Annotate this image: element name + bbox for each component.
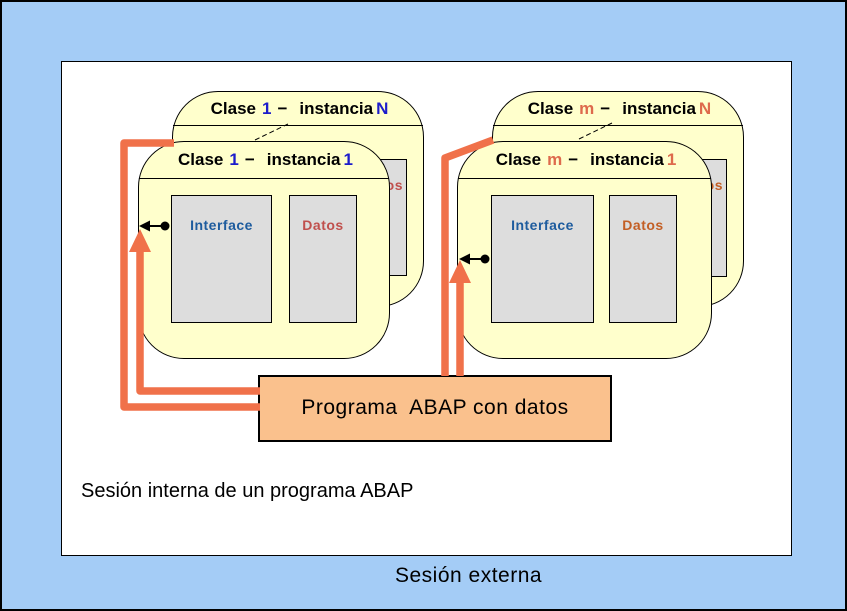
class-word: Clase	[527, 99, 574, 118]
class-number: m	[547, 150, 563, 169]
dash: −	[600, 99, 611, 118]
class-word: Clase	[495, 150, 542, 169]
class-number: 1	[261, 99, 272, 118]
interface-box-left: Interface	[171, 195, 272, 323]
datos-label: Datos	[622, 217, 664, 233]
dash: −	[277, 99, 288, 118]
class-number: m	[579, 99, 595, 118]
instance-number: N	[376, 99, 389, 118]
instance-word: instancia	[622, 99, 696, 118]
instance-number: 1	[666, 150, 677, 169]
interface-label: Interface	[190, 217, 253, 233]
instance-word: instancia	[590, 150, 664, 169]
outer-session-label: Sesión externa	[395, 564, 543, 587]
instance-number: 1	[343, 150, 353, 169]
interface-label: Interface	[511, 217, 574, 233]
instance-word: instancia	[266, 150, 341, 169]
datos-box-left: Datos	[289, 195, 357, 323]
inner-session-label: Sesión interna de un programa ABAP	[81, 480, 414, 502]
datos-label: Datos	[302, 217, 344, 233]
class-word: Clase	[178, 150, 224, 169]
dash: −	[568, 150, 579, 169]
class-number: 1	[229, 150, 239, 169]
program-abap-box: Programa ABAP con datos	[258, 375, 612, 442]
instance-number: N	[698, 99, 712, 118]
class-word: Clase	[210, 99, 256, 118]
datos-box-right: Datos	[609, 195, 677, 323]
dash: −	[244, 150, 255, 169]
instance-word: instancia	[299, 99, 374, 118]
interface-box-right: Interface	[491, 195, 594, 323]
